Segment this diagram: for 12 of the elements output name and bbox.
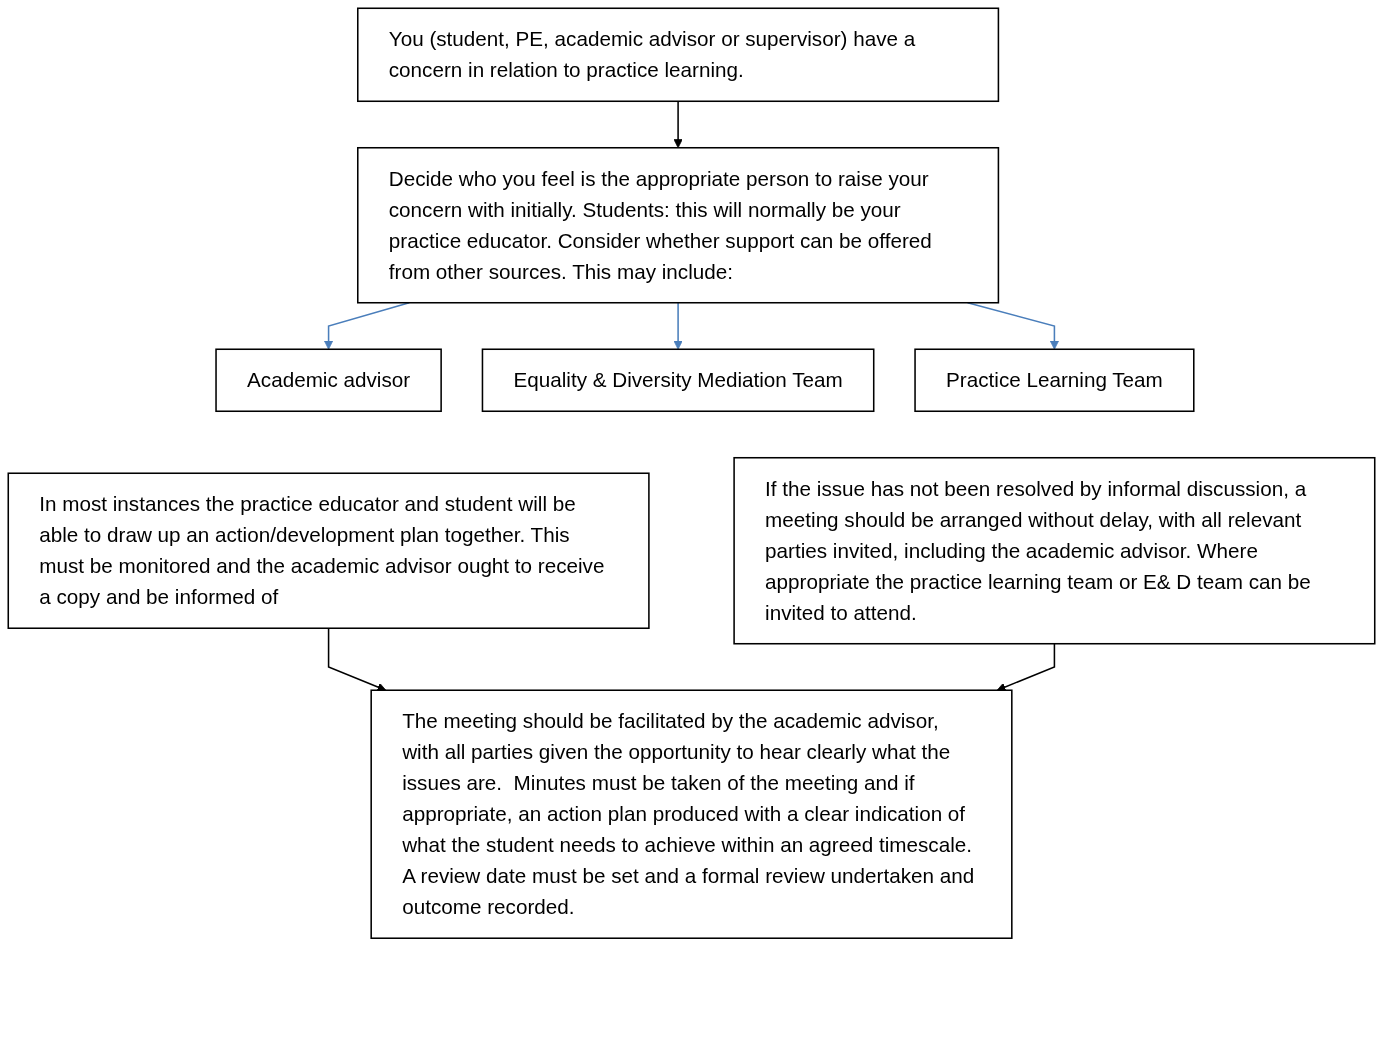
- node-box: Academic advisor: [215, 348, 442, 413]
- node-box: Equality & Diversity Mediation Team: [481, 348, 875, 413]
- node-box: In most instances the practice educator and student will be able to draw up an action/development plan together. This must be monitored and the academic advisor ought to receive a copy and be informed of: [7, 472, 650, 629]
- node-box: Decide who you feel is the appropriate person to raise your concern with initially. Students: this will normally be your practice educator. Consider whether support can be offered from other sources. This may include:: [357, 147, 1000, 304]
- node-box: The meeting should be facilitated by the academic advisor, with all parties given the opportunity to hear clearly what the issues are. Minutes must be taken of the meeting and if appropriate, an action plan produced with a clear indication of what the student needs to achieve within an agreed timescale. A review date must be set and a formal review undertaken and outcome recorded.: [370, 689, 1013, 939]
- node-box: If the issue has not been resolved by informal discussion, a meeting should be arranged without delay, with all relevant parties invited, including the academic advisor. Where appropriate the practice learning team or E& D team can be invited to attend.: [733, 456, 1376, 645]
- arrow: [673, 301, 683, 350]
- node-box: Practice Learning Team: [914, 348, 1195, 413]
- arrow: [327, 627, 387, 692]
- arrow: [996, 642, 1056, 692]
- arrow: [673, 100, 683, 149]
- node-box: You (student, PE, academic advisor or supervisor) have a concern in relation to practice learning.: [357, 7, 1000, 103]
